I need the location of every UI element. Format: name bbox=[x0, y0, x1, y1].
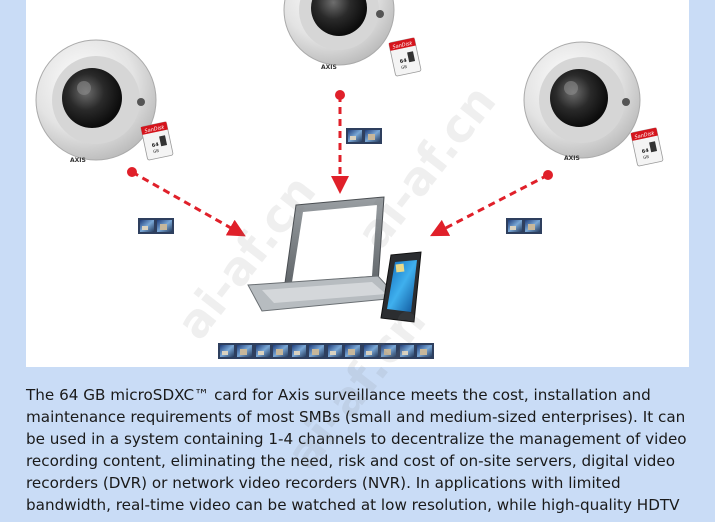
laptop-icon bbox=[247, 196, 400, 312]
paragraph-line: recording content, eliminating the need,… bbox=[26, 452, 676, 470]
video-thumb-left bbox=[138, 218, 174, 234]
smartphone-icon bbox=[380, 251, 422, 323]
camera-center-brand: AXIS bbox=[321, 64, 337, 71]
camera-center-icon: AXIS bbox=[283, 0, 395, 71]
video-thumb-center bbox=[346, 128, 382, 144]
camera-left-icon: AXIS bbox=[35, 39, 157, 164]
camera-left-brand: AXIS bbox=[70, 157, 86, 164]
description-paragraph: The 64 GB microSDXC™ card for Axis surve… bbox=[26, 384, 690, 516]
camera-right-brand: AXIS bbox=[564, 155, 580, 162]
paragraph-line: The 64 GB microSDXC™ card for Axis surve… bbox=[26, 386, 651, 404]
diagram-svg: SanDisk 64 GB bbox=[35, 0, 664, 359]
paragraph-line: maintenance requirements of most SMBs (s… bbox=[26, 408, 686, 426]
paragraph-line: bandwidth, real-time video can be watche… bbox=[26, 496, 680, 514]
sd-card-center-icon bbox=[388, 37, 422, 77]
camera-right-icon: AXIS bbox=[523, 41, 641, 162]
surveillance-diagram: SanDisk 64 GB bbox=[26, 0, 689, 367]
data-flow-arrows bbox=[127, 90, 553, 237]
paragraph-line: recorders (DVR) or network video recorde… bbox=[26, 474, 621, 492]
sd-card-left-icon bbox=[140, 121, 174, 161]
paragraph-line: be used in a system containing 1-4 chann… bbox=[26, 430, 687, 448]
recording-timeline-strip bbox=[218, 343, 434, 359]
video-thumb-right bbox=[506, 218, 542, 234]
sd-card-right-icon bbox=[630, 127, 664, 167]
